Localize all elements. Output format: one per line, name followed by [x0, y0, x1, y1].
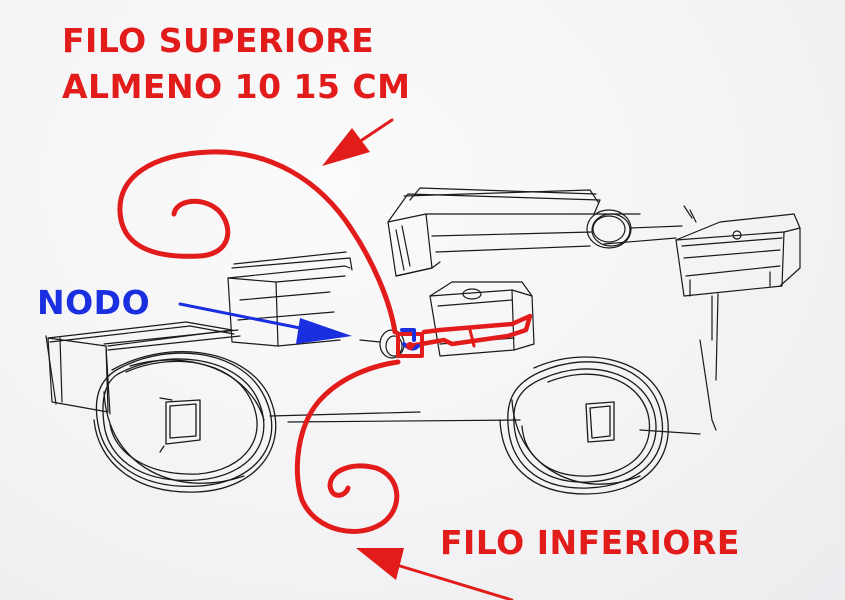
knot-arrow — [178, 302, 352, 344]
right-box — [675, 213, 801, 381]
knot-red-box — [396, 332, 424, 358]
device-thread — [407, 313, 533, 349]
base-lines — [269, 339, 717, 435]
pencil-sketch — [45, 187, 801, 495]
upper-beam — [387, 187, 601, 277]
left-chassis-block — [45, 321, 241, 415]
knot-red-dot — [406, 342, 414, 350]
bottom-arrow — [356, 548, 514, 600]
upper-thread — [117, 149, 398, 335]
left-wheel — [93, 351, 277, 493]
upper-thread-label: FILO SUPERIORE — [62, 21, 375, 60]
upper-thread-length-label: ALMENO 10 15 CM — [62, 67, 411, 106]
lower-thread-label: FILO INFERIORE — [440, 523, 740, 562]
knot-label: NODO — [37, 283, 151, 322]
device-thread-inner — [468, 328, 476, 348]
beam-roller — [586, 205, 697, 249]
annotations — [117, 118, 533, 600]
right-wheel — [499, 356, 669, 495]
left-roller-body — [227, 251, 353, 347]
lower-thread — [294, 359, 401, 534]
top-arrow — [322, 118, 394, 166]
